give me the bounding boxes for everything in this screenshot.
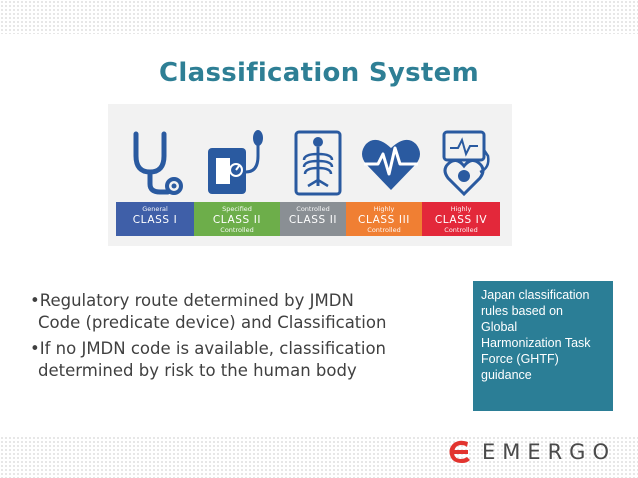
class-name: CLASS II [212, 214, 262, 226]
class-name: CLASS IV [434, 214, 488, 226]
class-name: CLASS III [358, 214, 410, 226]
bullet-list: •Regulatory route determined by JMDN Cod… [30, 290, 470, 386]
class-box-5: Highly CLASS IV Controlled [422, 202, 500, 236]
heart-pulse-icon [362, 139, 420, 190]
bullet-item: •If no JMDN code is available, classific… [30, 338, 470, 382]
bullet-line: •If no JMDN code is available, classific… [30, 339, 386, 358]
bullet-line: determined by risk to the human body [38, 361, 357, 380]
class-name: CLASS I [132, 214, 178, 226]
callout-line: Force (GHTF) [481, 352, 559, 366]
class-box-1: General CLASS I [116, 202, 194, 236]
emergo-mark-icon [449, 440, 470, 463]
classification-figure: General CLASS I Specified CLASS II Contr… [108, 104, 512, 246]
class-qualifier-bottom: Controlled [444, 226, 478, 234]
bullet-line: Code (predicate device) and Classificati… [38, 313, 387, 332]
dotted-header-band [0, 0, 638, 34]
class-qualifier: General [142, 205, 168, 213]
emergo-logo: EMERGO [448, 437, 616, 467]
class-qualifier-bottom: Controlled [367, 226, 401, 234]
callout-line: rules based on [481, 304, 564, 318]
class-box-2: Specified CLASS II Controlled [194, 202, 280, 236]
class-qualifier-bottom: Controlled [220, 226, 254, 234]
dotted-footer-band [0, 436, 638, 478]
callout-line: Global [481, 320, 518, 334]
class-qualifier: Controlled [296, 205, 330, 213]
callout-line: Harmonization Task [481, 336, 591, 350]
bullet-line: •Regulatory route determined by JMDN [30, 291, 354, 310]
bullet-item: •Regulatory route determined by JMDN Cod… [30, 290, 470, 334]
stethoscope-icon [133, 131, 183, 195]
class-qualifier: Highly [373, 205, 395, 213]
class-qualifier: Specified [222, 205, 252, 213]
class-box-3: Controlled CLASS II [280, 202, 346, 236]
callout-line: Japan classification [481, 288, 590, 302]
class-qualifier: Highly [450, 205, 472, 213]
ghtf-callout-box: Japan classification rules based on Glob… [473, 281, 613, 411]
blood-pressure-monitor-icon [208, 130, 263, 194]
class-box-4: Highly CLASS III Controlled [346, 202, 422, 236]
slide-title: Classification System [159, 58, 479, 88]
cardiac-monitor-icon [442, 130, 490, 197]
callout-line: guidance [481, 368, 532, 382]
class-name: CLASS II [288, 214, 338, 226]
brand-name: EMERGO [481, 440, 616, 464]
x-ray-icon [294, 130, 342, 196]
